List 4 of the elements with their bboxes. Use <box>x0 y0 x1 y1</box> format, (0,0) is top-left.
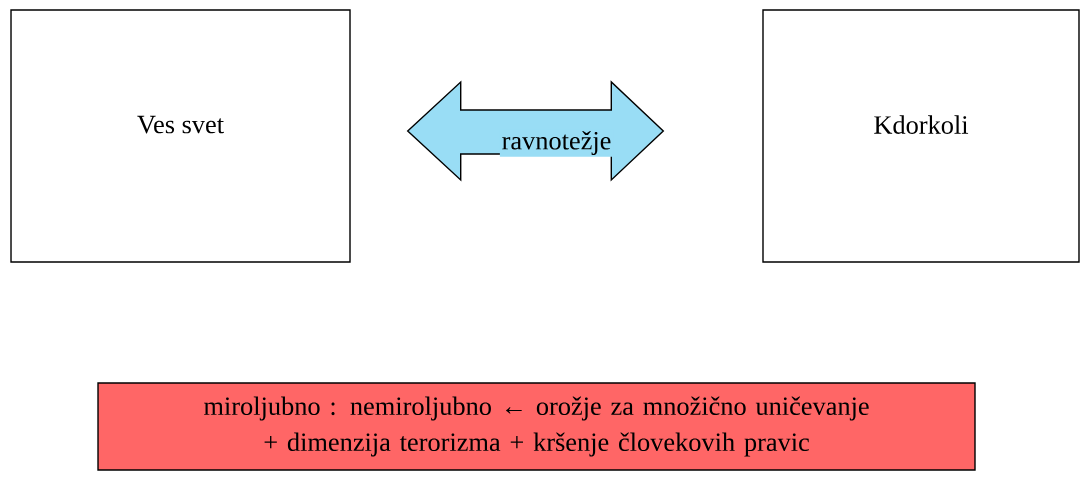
note-box: miroljubno : nemiroljubno ← orožje za množično uničevanje + dimenzija terorizma + kršenje človekovih pravic <box>97 382 976 471</box>
text-box: Ves svet <box>10 9 351 263</box>
text-box: Kdorkoli <box>762 9 1080 263</box>
edge-label: ravnotežje <box>499 129 614 157</box>
